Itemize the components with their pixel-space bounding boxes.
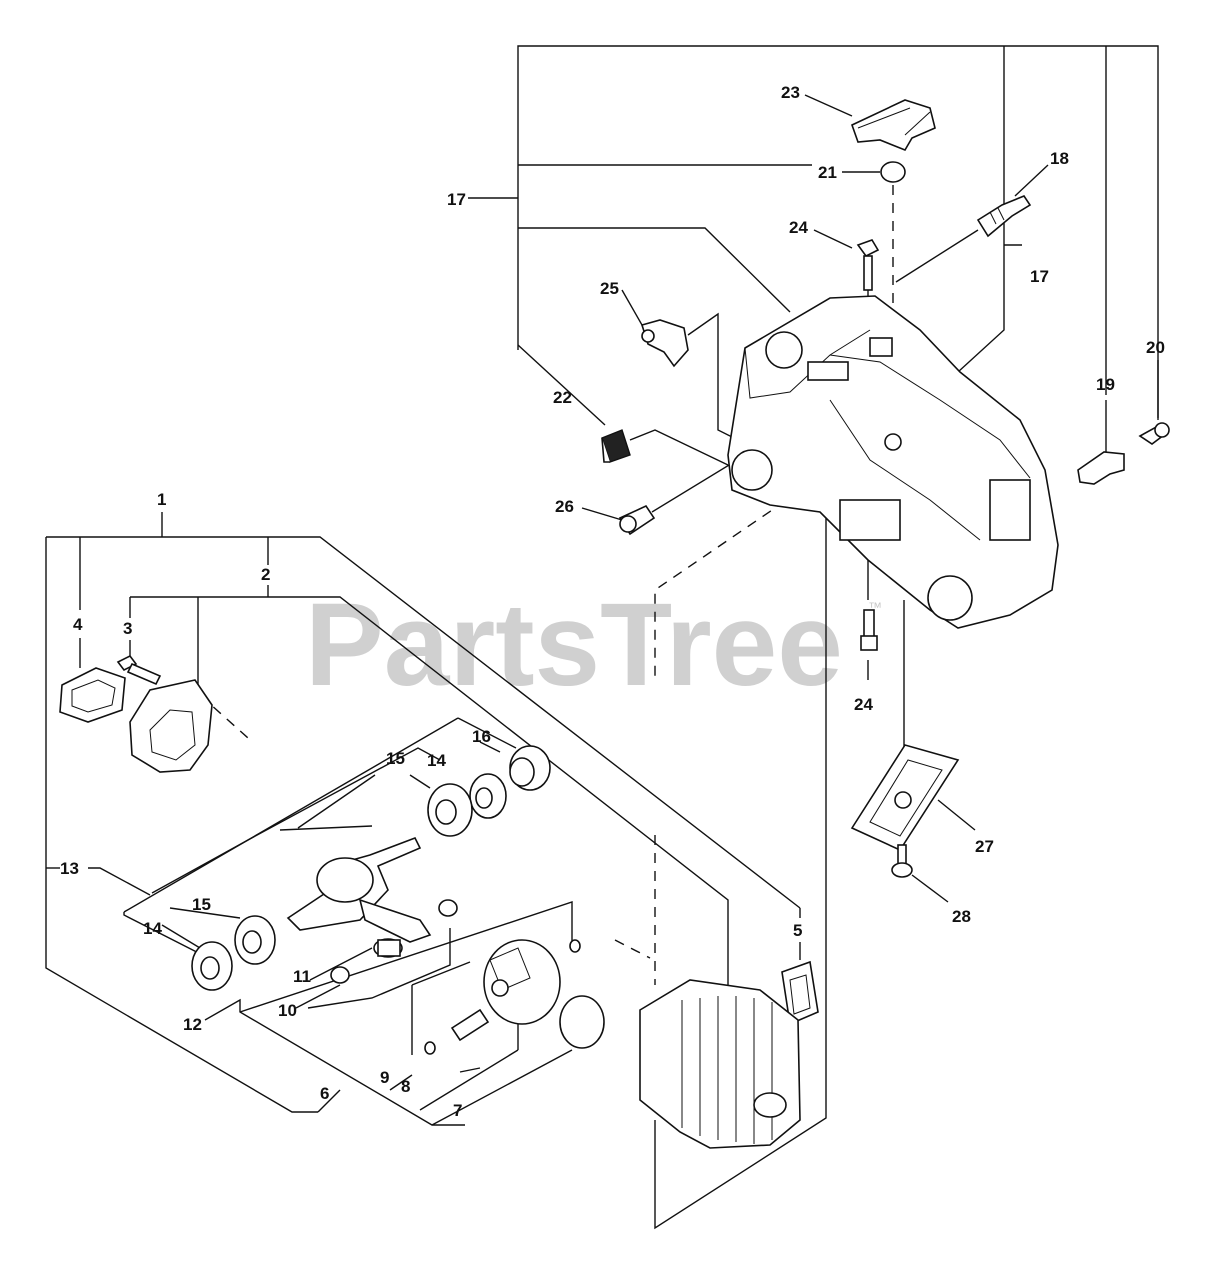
part-10-washer	[330, 899, 458, 984]
callout-labels: 1 2 3 4 5 6 7 8 9 10 11 12 13 14 14 15 1…	[60, 83, 1165, 1120]
part-21-plug	[880, 161, 906, 183]
callout-10: 10	[278, 1001, 297, 1020]
callout-18: 18	[1050, 149, 1069, 168]
callout-22: 22	[553, 388, 572, 407]
watermark-text: PartsTree	[305, 579, 843, 711]
part-15-bearing-lower	[234, 915, 276, 965]
callout-15-lower: 15	[192, 895, 211, 914]
part-18-fitting	[976, 195, 1032, 238]
callout-14-lower: 14	[143, 919, 162, 938]
callout-12: 12	[183, 1015, 202, 1034]
callout-5: 5	[793, 921, 802, 940]
part-4-gasket	[59, 667, 126, 723]
part-20-screw	[1138, 422, 1170, 445]
part-3-bolt	[116, 654, 162, 686]
callout-15-upper: 15	[386, 749, 405, 768]
callout-26: 26	[555, 497, 574, 516]
part-14-washer-upper	[469, 773, 507, 819]
part-14-washer-lower	[191, 941, 233, 991]
part-25-clip	[640, 319, 689, 368]
callout-11: 11	[293, 967, 311, 986]
part-crankshaft	[286, 836, 432, 943]
part-17-crankcase	[727, 295, 1059, 629]
part-26-bolt	[618, 504, 656, 536]
callout-8: 8	[401, 1077, 410, 1096]
callout-25: 25	[600, 279, 619, 298]
callout-1: 1	[157, 490, 166, 509]
part-5-gasket	[781, 960, 819, 1026]
callout-2: 2	[261, 565, 270, 584]
callout-19: 19	[1096, 375, 1115, 394]
callout-7: 7	[453, 1101, 462, 1120]
part-2-intake-manifold	[129, 679, 213, 773]
callout-27: 27	[975, 837, 994, 856]
callout-3: 3	[123, 619, 132, 638]
part-28-screw	[891, 844, 913, 878]
part-16-seal	[509, 745, 551, 791]
callout-17-right: 17	[1030, 267, 1049, 286]
part-11-needle-bearing	[373, 938, 403, 958]
part-23-button	[851, 99, 936, 151]
part-27-plate	[850, 744, 960, 852]
callout-6: 6	[320, 1084, 329, 1103]
part-7-piston	[483, 939, 561, 1025]
callout-16: 16	[472, 727, 491, 746]
part-clip-small	[424, 939, 581, 1055]
part-24-screw-upper	[856, 239, 880, 291]
callout-4: 4	[73, 615, 83, 634]
callout-28: 28	[952, 907, 971, 926]
callout-13: 13	[60, 859, 79, 878]
watermark: PartsTree ™	[305, 579, 882, 711]
callout-21: 21	[818, 163, 837, 182]
part-19-bracket	[1077, 451, 1125, 485]
part-piston-ring	[559, 995, 605, 1049]
part-15-bearing-upper	[427, 783, 473, 837]
part-cylinder	[639, 979, 801, 1149]
part-24-screw-lower	[860, 609, 878, 651]
callout-24-upper: 24	[789, 218, 808, 237]
callout-24-lower: 24	[854, 695, 873, 714]
callout-14-upper: 14	[427, 751, 446, 770]
callout-20: 20	[1146, 338, 1165, 357]
callout-9: 9	[380, 1068, 389, 1087]
part-8-piston-pin	[450, 1008, 490, 1042]
callout-17-left: 17	[447, 190, 466, 209]
part-22-pad	[601, 429, 631, 463]
callout-23: 23	[781, 83, 800, 102]
